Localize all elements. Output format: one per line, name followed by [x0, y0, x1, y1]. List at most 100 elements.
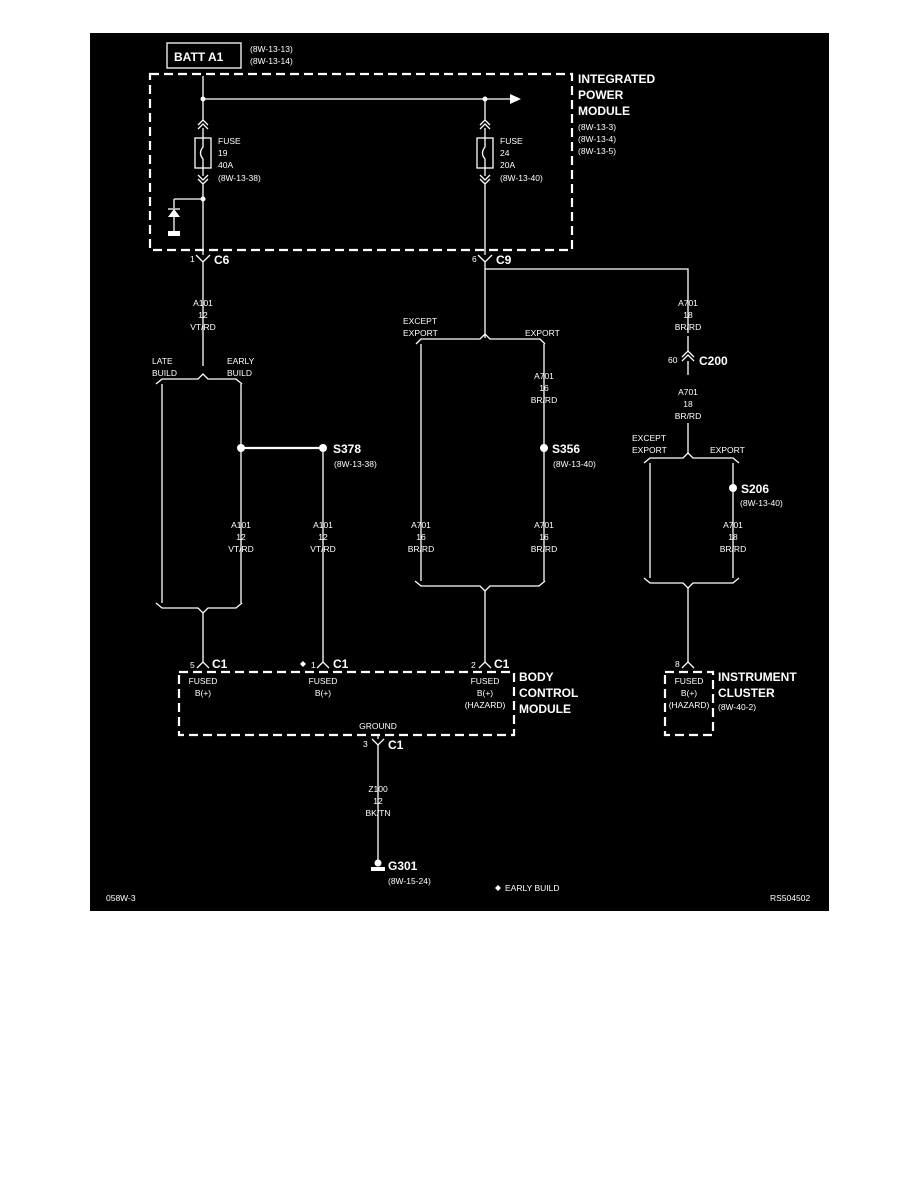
s206-ref: (8W-13-40) — [740, 498, 783, 508]
export-join-right — [643, 577, 740, 589]
ipm-ref-1: (8W-13-3) — [578, 122, 616, 132]
late-build-l1: LATE — [152, 356, 173, 366]
s378-name: S378 — [333, 442, 361, 456]
ic-ref: (8W-40-2) — [718, 702, 756, 712]
z100-l2: 12 — [373, 796, 383, 806]
bcm-pin-5: 5 — [190, 660, 195, 670]
s206-name: S206 — [741, 482, 769, 496]
fuse-19-l4: (8W-13-38) — [218, 173, 261, 183]
ipm-title-2: POWER — [578, 88, 624, 102]
bcm-pin-1-l1: FUSED — [309, 676, 338, 686]
a701-to-cluster-wire — [485, 268, 689, 289]
c200-name: C200 — [699, 354, 728, 368]
legend-diamond-icon — [495, 885, 501, 891]
except-export-c-l1: EXCEPT — [403, 316, 437, 326]
a101-s378-l2: 12 — [318, 532, 328, 542]
a101-s378-l1: A101 — [313, 520, 333, 530]
a701-s206-l2: 18 — [728, 532, 738, 542]
batt-ref-2: (8W-13-14) — [250, 56, 293, 66]
footer-left-code: 058W-3 — [106, 893, 136, 903]
legend-early-build: EARLY BUILD — [505, 883, 560, 893]
footer-right-code: RS504502 — [770, 893, 810, 903]
bcm-title-3: MODULE — [519, 702, 571, 716]
ipm-ref-3: (8W-13-5) — [578, 146, 616, 156]
bus-continues-arrow-icon — [510, 94, 521, 104]
a701-except-l3: BR/RD — [408, 544, 434, 554]
bcm-c1-3-connector-icon — [371, 738, 385, 746]
a701-s206-l3: BR/RD — [720, 544, 746, 554]
g301-ref: (8W-15-24) — [388, 876, 431, 886]
fuse-19-l1: FUSE — [218, 136, 241, 146]
ic-connector-icon — [681, 661, 695, 669]
export-join-center — [414, 580, 546, 592]
g301-name: G301 — [388, 859, 418, 873]
batt-ref-1: (8W-13-13) — [250, 44, 293, 54]
fuse-19-l2: 19 — [218, 148, 228, 158]
ic-title-1: INSTRUMENT — [718, 670, 797, 684]
bcm-pin-2-l3: (HAZARD) — [465, 700, 506, 710]
except-export-r-l1: EXCEPT — [632, 433, 666, 443]
s378-splice-icon — [319, 444, 327, 452]
ipm-title-1: INTEGRATED — [578, 72, 655, 86]
a101-s378-l3: VT/RD — [310, 544, 336, 554]
c6-connector-icon — [195, 254, 211, 263]
z100-l3: BK/TN — [365, 808, 390, 818]
a701-export-top-l3: BR/RD — [531, 395, 557, 405]
fuse-24-l3: 20A — [500, 160, 515, 170]
export-c: EXPORT — [525, 328, 560, 338]
c200-connector-icon — [681, 350, 695, 358]
a701-export-bottom-l2: 16 — [539, 532, 549, 542]
s206-splice-icon — [729, 484, 737, 492]
bcm-pin-2: 2 — [471, 660, 476, 670]
fuse-19-l3: 40A — [218, 160, 233, 170]
fuse-24-l2: 24 — [500, 148, 510, 158]
bcm-pin-2-l1: FUSED — [471, 676, 500, 686]
early-build-l2: BUILD — [227, 368, 252, 378]
ipm-ref-2: (8W-13-4) — [578, 134, 616, 144]
c6-name: C6 — [214, 253, 230, 267]
ipm-title-3: MODULE — [578, 104, 630, 118]
bcm-c1-2-name: C1 — [494, 657, 510, 671]
bcm-c1-1-connector-icon — [316, 661, 330, 669]
bcm-title-2: CONTROL — [519, 686, 578, 700]
diode-icon — [168, 209, 180, 217]
bcm-c1-5-connector-icon — [196, 661, 210, 669]
except-export-r-l2: EXPORT — [632, 445, 667, 455]
a701-export-top-l2: 16 — [539, 383, 549, 393]
a701-export-bottom-l3: BR/RD — [531, 544, 557, 554]
late-build-l2: BUILD — [152, 368, 177, 378]
s378-ref: (8W-13-38) — [334, 459, 377, 469]
a701-s206-l1: A701 — [723, 520, 743, 530]
early-build-diamond-icon — [300, 661, 306, 667]
a101-main-l1: A101 — [193, 298, 213, 308]
c200-pin: 60 — [668, 355, 678, 365]
a701-except-l1: A701 — [411, 520, 431, 530]
late-early-join — [155, 602, 243, 614]
bcm-c1-3-name: C1 — [388, 738, 404, 752]
a701-export-top-l1: A701 — [534, 371, 554, 381]
fuse-24-l4: (8W-13-40) — [500, 173, 543, 183]
a701-export-bottom-l1: A701 — [534, 520, 554, 530]
integrated-power-module-box — [148, 72, 574, 252]
ic-pin-l1: FUSED — [675, 676, 704, 686]
early-build-l1: EARLY — [227, 356, 255, 366]
wiring-diagram-panel: BATT A1 (8W-13-13) (8W-13-14) INTEGRATED… — [90, 33, 829, 911]
export-split-right — [643, 452, 740, 464]
c9-name: C9 — [496, 253, 512, 267]
ipm-ground-icon — [168, 231, 180, 236]
bcm-pin-3: 3 — [363, 739, 368, 749]
bcm-c1-2-connector-icon — [478, 661, 492, 669]
bcm-pin-5-l1: FUSED — [189, 676, 218, 686]
export-split-center — [415, 333, 546, 345]
a101-main-l3: VT/RD — [190, 322, 216, 332]
g301-ground-icon — [371, 867, 385, 871]
export-r: EXPORT — [710, 445, 745, 455]
fuse-24-l1: FUSE — [500, 136, 523, 146]
bcm-pin-5-l2: B(+) — [195, 688, 211, 698]
bcm-c1-5-name: C1 — [212, 657, 228, 671]
a101-early-l3: VT/RD — [228, 544, 254, 554]
bcm-ground-label: GROUND — [359, 721, 397, 731]
c6-pin: 1 — [190, 254, 195, 264]
a101-main-l2: 12 — [198, 310, 208, 320]
s356-splice-icon — [540, 444, 548, 452]
